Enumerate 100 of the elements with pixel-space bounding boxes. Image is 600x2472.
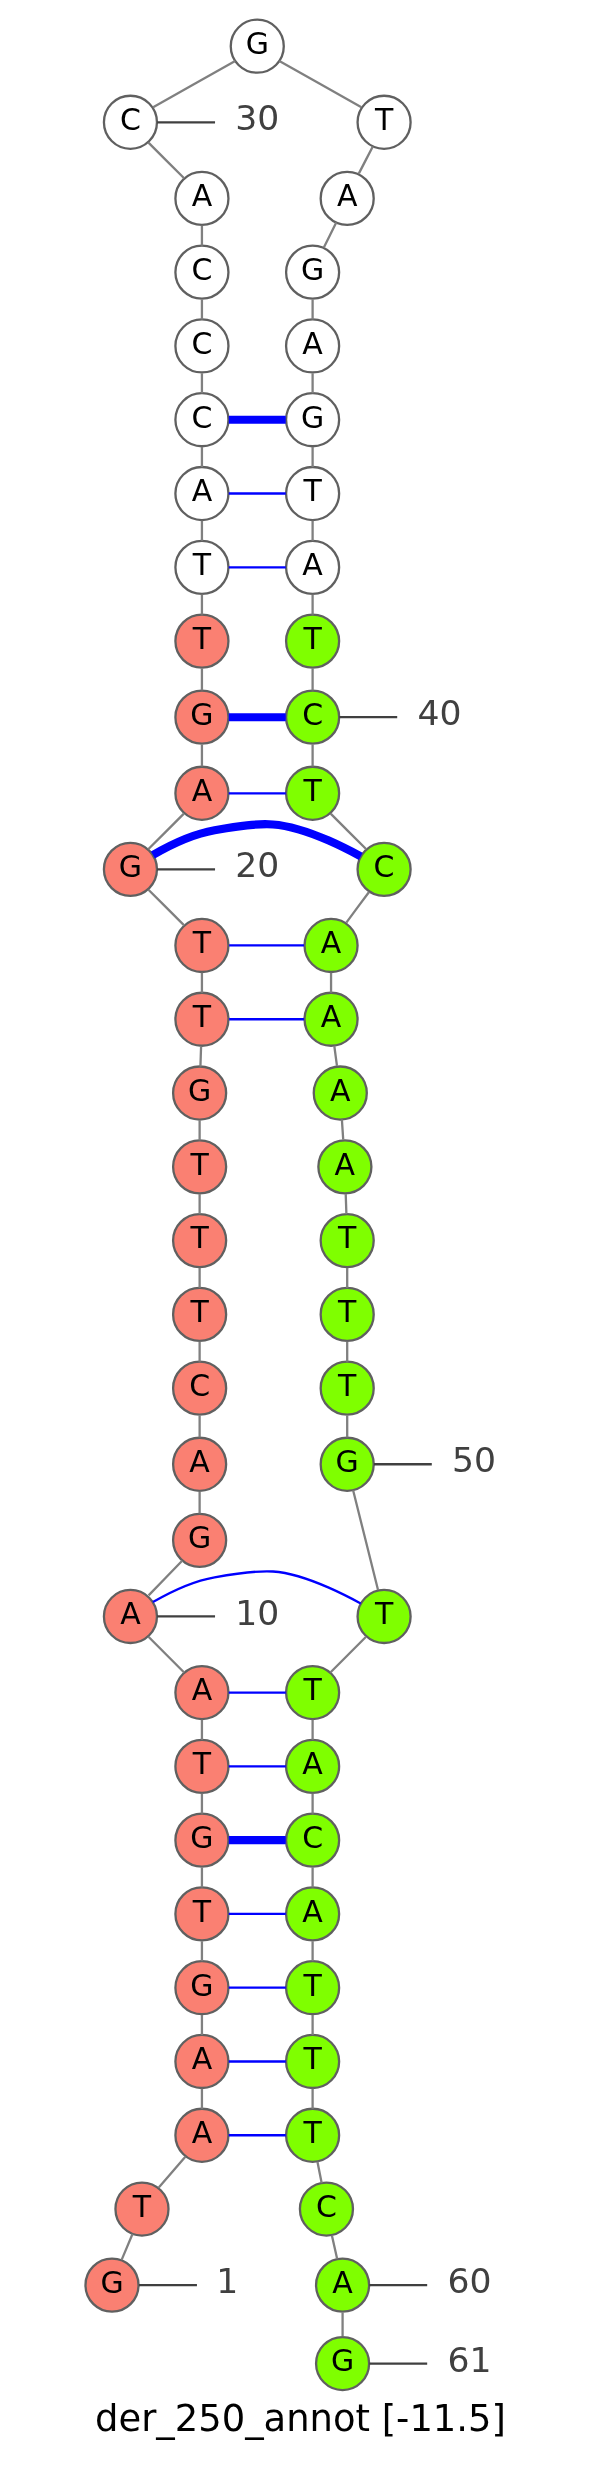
connector xyxy=(310,1793,314,1814)
connector xyxy=(200,594,203,615)
node-circle: G xyxy=(171,1512,227,1569)
connector xyxy=(315,2161,323,2184)
connector xyxy=(156,868,215,871)
node-circle: G xyxy=(83,2257,140,2313)
node-circle: A xyxy=(312,1065,368,1121)
node-circle: T xyxy=(171,1139,227,1195)
node-circle: A xyxy=(284,318,340,374)
node-circle: T xyxy=(173,1738,230,1794)
connector xyxy=(373,1463,432,1466)
node-circle: A xyxy=(173,2107,230,2163)
node-circle: T xyxy=(284,1664,340,1721)
connector xyxy=(310,744,314,767)
connector xyxy=(200,1719,203,1740)
connector xyxy=(310,594,314,615)
connector xyxy=(338,716,397,719)
connector xyxy=(322,222,337,248)
connector xyxy=(357,145,374,174)
node-circle: C xyxy=(298,2181,354,2237)
node-circle: T xyxy=(173,991,230,1047)
connector xyxy=(310,668,314,691)
connector xyxy=(345,1415,348,1438)
connector xyxy=(340,2312,344,2337)
node-text: 50 xyxy=(451,1440,496,1481)
node-circle: A xyxy=(284,1738,340,1794)
connector xyxy=(152,59,236,109)
node-circle: C xyxy=(284,689,340,745)
connector xyxy=(228,2134,286,2137)
node-circle: A xyxy=(316,1139,373,1195)
node-text: 30 xyxy=(234,98,279,139)
connector xyxy=(200,2088,203,2109)
connector xyxy=(197,1341,201,1362)
node-text: 60 xyxy=(446,2261,491,2302)
node-circle: A xyxy=(102,1588,158,1645)
connector xyxy=(228,415,286,424)
node-circle: T xyxy=(173,1886,230,1942)
connector xyxy=(228,713,286,722)
connector xyxy=(340,1119,344,1140)
connector xyxy=(344,891,370,924)
connector xyxy=(200,225,203,246)
node-circle: T xyxy=(284,765,340,821)
node-circle: G xyxy=(319,1436,375,1492)
node-circle: T xyxy=(284,2107,340,2163)
connector xyxy=(228,792,286,795)
connector xyxy=(156,1615,215,1618)
connector xyxy=(345,1341,348,1362)
connector xyxy=(228,1765,286,1768)
node-circle: T xyxy=(173,917,230,974)
connector xyxy=(120,2233,134,2261)
node-circle: C xyxy=(355,841,412,898)
connector xyxy=(200,1793,203,1814)
connector xyxy=(345,1267,348,1288)
connector xyxy=(330,2235,338,2259)
connector xyxy=(200,1941,203,1962)
node-circle: A xyxy=(302,917,359,974)
connector xyxy=(200,373,203,394)
node-circle: T xyxy=(284,465,340,522)
node-circle: T xyxy=(284,2033,340,2090)
node-circle: T xyxy=(319,1286,375,1343)
node-circle: A xyxy=(171,1436,227,1492)
connector xyxy=(228,1018,304,1021)
node-circle: A xyxy=(319,170,375,227)
node-circle: A xyxy=(173,1664,230,1721)
connector xyxy=(197,1491,201,1514)
connector xyxy=(228,1986,286,1989)
node-circle: G xyxy=(314,2335,370,2392)
connector xyxy=(228,1912,286,1916)
connector xyxy=(310,373,314,394)
node-circle: T xyxy=(355,94,412,150)
connector xyxy=(228,944,304,947)
node-circle: T xyxy=(173,613,230,669)
connector xyxy=(151,1570,361,1605)
node-text: 20 xyxy=(234,845,279,886)
connector xyxy=(157,2155,186,2189)
node-text: 61 xyxy=(446,2339,491,2380)
connector xyxy=(147,1559,183,1597)
connector xyxy=(156,121,215,124)
connector xyxy=(329,1636,367,1674)
node-circle: G xyxy=(173,1960,230,2016)
connector xyxy=(310,1941,314,1962)
connector xyxy=(147,888,185,927)
node-circle: G xyxy=(102,841,158,898)
node-circle: T xyxy=(113,2181,170,2237)
node-circle: T xyxy=(319,1360,375,1416)
node-circle: G xyxy=(173,689,230,745)
connector xyxy=(368,2284,427,2287)
connector xyxy=(197,1267,201,1288)
connector xyxy=(200,744,203,767)
connector xyxy=(200,668,203,691)
connector xyxy=(200,2015,203,2035)
node-circle: C xyxy=(284,1812,340,1868)
connector xyxy=(310,2088,314,2109)
connector xyxy=(147,141,185,180)
node-text: 1 xyxy=(215,2261,238,2302)
connector xyxy=(329,812,367,851)
connector xyxy=(228,492,286,495)
connector xyxy=(310,447,314,467)
connector xyxy=(146,812,185,851)
connector xyxy=(278,59,362,109)
